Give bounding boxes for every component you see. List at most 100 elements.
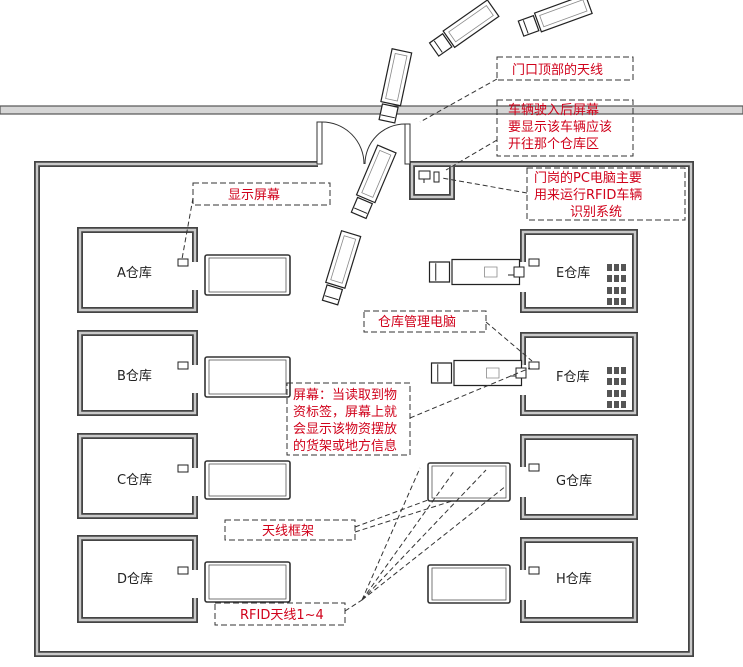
warehouse-e-shelf-rack — [607, 264, 626, 305]
truck-trailer — [454, 361, 522, 386]
warehouse-f-label: F仓库 — [556, 369, 589, 385]
forklift-f — [510, 367, 527, 379]
warehouse-c-screen — [177, 464, 189, 473]
callout-screen-info-line-2: 资标签，屏幕上就 — [293, 404, 397, 420]
warehouse-h-screen — [528, 566, 540, 575]
truck-windshield — [325, 296, 338, 300]
truck-trailer — [452, 260, 520, 285]
callout-screen-info-line-4: 的货架或地方信息 — [293, 438, 397, 454]
warehouse-d-screen — [177, 566, 189, 575]
antenna-frame-b — [204, 356, 291, 398]
callout-vehicle-screen-line-1: 车辆驶入后屏幕 — [508, 102, 599, 118]
leader-rfid-antenna-3 — [361, 469, 487, 601]
truck-3 — [377, 49, 412, 124]
guard-house-pc — [418, 170, 440, 183]
leader-rfid-antenna-1 — [361, 467, 421, 601]
callout-antenna-frame-text: 天线框架 — [262, 524, 314, 539]
antenna-frame-a — [204, 254, 291, 296]
forklift-body — [515, 367, 527, 379]
callout-warehouse-pc: 仓库管理电脑 — [363, 310, 487, 333]
warehouse-h: H仓库 — [520, 537, 638, 623]
leader-screen-info — [409, 367, 531, 419]
warehouse-b-label: B仓库 — [117, 368, 152, 384]
antenna-frame-h — [427, 564, 511, 604]
warehouse-g-screen — [528, 463, 540, 472]
warehouse-d-label: D仓库 — [117, 571, 153, 587]
callout-gate-pc-line-3: 识别系统 — [570, 205, 622, 220]
truck-windshield — [434, 41, 442, 52]
leader-display-screen — [181, 197, 194, 260]
truck-2 — [428, 0, 498, 58]
warehouse-d: D仓库 — [77, 535, 198, 623]
truck-trailer-inner — [485, 267, 498, 277]
warehouse-c-label: C仓库 — [117, 472, 152, 488]
leader-lines — [181, 78, 533, 612]
road — [0, 105, 743, 115]
truck-trailer — [381, 49, 412, 106]
callout-screen-info-line-1: 屏幕：当读取到物 — [293, 388, 397, 403]
truck-at-warehouse-e — [430, 260, 520, 285]
callout-vehicle-screen: 车辆驶入后屏幕 要显示该车辆应该 开往那个仓库区 — [496, 99, 634, 157]
callout-gate-pc-line-1: 门岗的PC电脑主要 — [534, 170, 642, 186]
truck-windshield — [381, 115, 395, 118]
gate-door-right — [404, 123, 411, 165]
truck-trailer-inner — [449, 6, 494, 42]
leader-rfid-antenna-2 — [361, 469, 456, 601]
truck-5 — [320, 231, 360, 306]
truck-trailer-inner — [540, 0, 587, 27]
gate-door-left-swing — [321, 121, 365, 165]
leader-antenna-frame-1 — [354, 499, 429, 528]
callout-gate-antenna: 门口顶部的天线 — [496, 56, 634, 81]
warehouse-b-screen — [177, 361, 189, 370]
callout-rfid-antenna-text: RFID天线1~4 — [240, 608, 324, 623]
leader-rfid-base — [344, 599, 363, 612]
truck-windshield — [354, 208, 367, 213]
truck-cab — [432, 363, 452, 383]
truck-4 — [350, 145, 397, 219]
warehouse-f-screen — [528, 361, 540, 370]
callout-rfid-antenna: RFID天线1~4 — [214, 602, 346, 626]
callout-display-screen-text: 显示屏幕 — [228, 188, 280, 203]
warehouse-g: G仓库 — [520, 434, 638, 520]
warehouse-c: C仓库 — [77, 433, 198, 519]
callout-display-screen: 显示屏幕 — [192, 182, 331, 206]
warehouse-f-shelf-rack — [607, 367, 626, 408]
truck-1 — [518, 0, 592, 38]
truck-trailer — [326, 231, 361, 288]
leader-warehouse-pc — [485, 321, 533, 362]
truck-cab — [379, 104, 398, 123]
building-wall — [34, 161, 694, 657]
warehouse-a-label: A仓库 — [117, 265, 152, 281]
truck-windshield — [523, 20, 528, 33]
antenna-frame-c — [204, 460, 291, 500]
callout-antenna-frame: 天线框架 — [224, 519, 356, 541]
truck-cab — [430, 262, 450, 282]
callout-vehicle-screen-line-2: 要显示该车辆应该 — [508, 119, 612, 135]
leader-antenna-frame-2 — [354, 500, 453, 533]
truck-trailer — [535, 0, 593, 32]
truck-trailer-inner — [386, 53, 407, 100]
gate-doors — [316, 121, 411, 165]
warehouse-h-label: H仓库 — [556, 571, 592, 587]
warehouse-e-label: E仓库 — [556, 265, 590, 281]
guard-pc-monitor — [418, 170, 431, 180]
callout-screen-info: 屏幕：当读取到物 资标签，屏幕上就 会显示该物资摆放 的货架或地方信息 — [286, 382, 411, 456]
warehouse-b: B仓库 — [77, 330, 198, 416]
warehouse-f: F仓库 — [520, 332, 638, 416]
truck-at-warehouse-f — [432, 361, 522, 386]
callout-gate-pc-line-2: 用来运行RFID车辆 — [534, 187, 642, 203]
callout-gate-antenna-text: 门口顶部的天线 — [512, 62, 603, 78]
antenna-frame-d — [204, 561, 291, 603]
warehouse-a: A仓库 — [77, 227, 198, 313]
forklift-body — [513, 266, 525, 278]
truck-trailer-inner — [487, 368, 500, 378]
guard-pc-tower — [433, 171, 440, 183]
antenna-frame-g — [427, 462, 511, 502]
warehouse-e: E仓库 — [520, 229, 638, 313]
leader-gate-antenna — [419, 78, 498, 123]
callout-vehicle-screen-line-3: 开往那个仓库区 — [508, 136, 599, 152]
leader-vehicle-screen — [445, 139, 498, 171]
forklift-e — [508, 266, 525, 278]
gate-door-right-swing — [364, 123, 406, 165]
truck-trailer — [443, 0, 499, 47]
